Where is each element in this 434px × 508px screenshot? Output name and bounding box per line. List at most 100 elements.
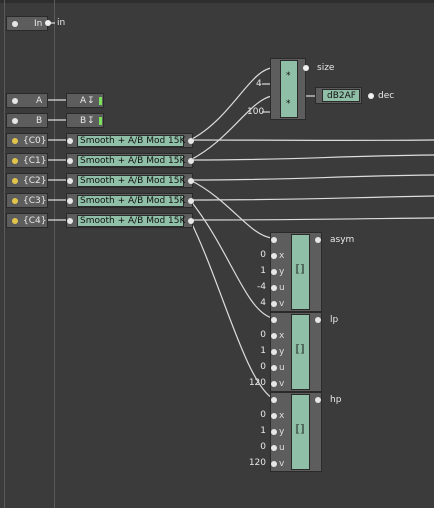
out-port[interactable] [315,397,321,403]
channel-label: {C2} [23,176,47,186]
top-edge [0,0,434,3]
filter-module[interactable]: ⟦⟧ x y u v [270,392,322,472]
size-port[interactable] [303,65,309,71]
param-port[interactable] [271,365,277,371]
knob-icon[interactable] [12,158,18,164]
out-port[interactable] [315,317,321,323]
wire [189,95,273,161]
wire [189,179,273,239]
smooth-label: Smooth + A/B Mod 15K [80,136,186,146]
math-in-top: 4 [256,79,262,89]
smooth-module[interactable]: Smooth + A/B Mod 15K [66,213,194,228]
param-name: y [279,427,285,437]
out-port[interactable] [188,138,194,144]
param-name: u [279,363,285,373]
mod-a-label: A [80,96,87,106]
filter-module[interactable]: ⟦⟧ x y u v [270,232,322,312]
param-name: x [279,411,285,421]
smooth-module[interactable]: Smooth + A/B Mod 15K [66,133,194,148]
db2af-module[interactable]: dB2AF [315,87,362,104]
channel-source[interactable]: {C0} [6,133,48,148]
param-port[interactable] [271,333,277,339]
smooth-module[interactable]: Smooth + A/B Mod 15K [66,173,194,188]
mod-b[interactable]: B ↧ [66,113,104,128]
arrow-icon: ↧ [87,116,95,126]
mod-a[interactable]: A ↧ [66,93,104,108]
smooth-module[interactable]: Smooth + A/B Mod 15K [66,193,194,208]
param-value: 4 [260,298,266,308]
param-port[interactable] [271,285,277,291]
in-out-port[interactable] [45,20,51,26]
knob-icon[interactable] [12,218,18,224]
in-port[interactable] [271,317,277,323]
port-dot[interactable] [12,118,18,124]
channel-label: {C1} [23,156,47,166]
channel-source[interactable]: {C2} [6,173,48,188]
channel-source[interactable]: {C4} [6,213,48,228]
knob-icon[interactable] [12,178,18,184]
port-dot[interactable] [12,21,18,27]
smooth-body: Smooth + A/B Mod 15K [77,155,185,167]
filter-out-label: hp [330,395,342,405]
filter-body: ⟦⟧ [291,234,310,310]
param-port[interactable] [271,253,277,259]
channel-source[interactable]: {C1} [6,153,48,168]
knob-icon[interactable] [12,138,18,144]
smooth-label: Smooth + A/B Mod 15K [80,196,186,206]
smooth-module[interactable]: Smooth + A/B Mod 15K [66,153,194,168]
out-port[interactable] [188,158,194,164]
channel-label: {C4} [23,216,47,226]
input-b-module[interactable]: B [6,113,48,128]
math-body: * * [280,60,298,118]
param-port[interactable] [271,269,277,275]
port-dot[interactable] [12,98,18,104]
param-name: v [279,299,285,309]
math-module[interactable]: * * [270,58,306,120]
out-port[interactable] [188,198,194,204]
param-name: x [279,251,285,261]
param-name: v [279,379,285,389]
param-value: 1 [260,266,266,276]
out-port[interactable] [315,237,321,243]
param-name: x [279,331,285,341]
channel-label: {C3} [23,196,47,206]
dec-port[interactable] [368,93,374,99]
in-out-label: in [57,18,66,28]
param-value: 0 [260,330,266,340]
db2af-body: dB2AF [322,89,360,102]
in-port[interactable] [67,138,73,144]
out-port[interactable] [188,178,194,184]
filter-icon: ⟦⟧ [295,424,305,435]
param-port[interactable] [271,461,277,467]
in-port[interactable] [67,198,73,204]
param-port[interactable] [271,349,277,355]
multiply-icon: * [286,99,291,109]
param-port[interactable] [271,413,277,419]
input-a-module[interactable]: A [6,93,48,108]
in-port[interactable] [67,178,73,184]
wire [189,195,434,201]
led-indicator [99,97,102,105]
multiply-icon: * [286,71,291,81]
param-port[interactable] [271,445,277,451]
input-in-module[interactable]: In [6,16,48,31]
filter-icon: ⟦⟧ [295,264,305,275]
in-port[interactable] [271,397,277,403]
dec-label: dec [378,91,395,101]
param-value: 0 [260,410,266,420]
param-port[interactable] [271,301,277,307]
knob-icon[interactable] [12,198,18,204]
filter-module[interactable]: ⟦⟧ x y u v [270,312,322,392]
param-port[interactable] [271,429,277,435]
param-port[interactable] [271,381,277,387]
param-value: 0 [260,362,266,372]
filter-icon: ⟦⟧ [295,344,305,355]
in-port[interactable] [67,218,73,224]
in-port[interactable] [67,158,73,164]
out-port[interactable] [188,218,194,224]
db2af-label: dB2AF [327,91,356,101]
channel-source[interactable]: {C3} [6,193,48,208]
in-port[interactable] [271,237,277,243]
